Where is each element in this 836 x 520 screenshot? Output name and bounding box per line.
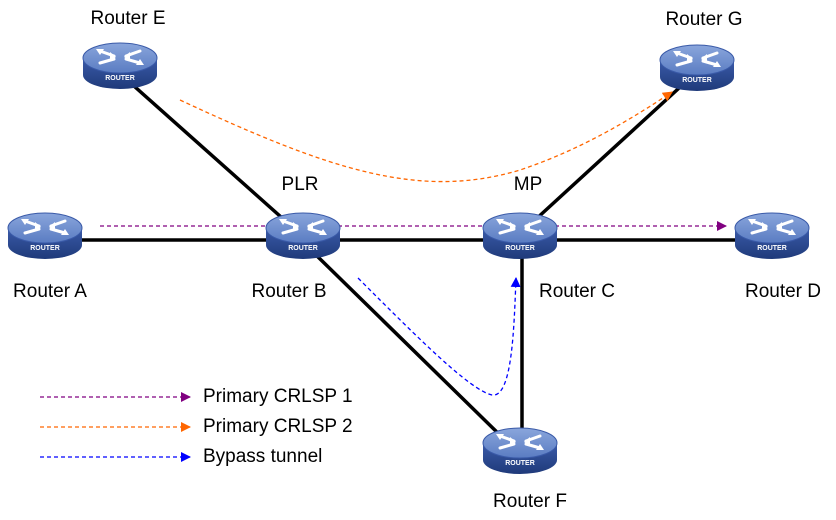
router-d-icon[interactable] (733, 211, 811, 261)
legend-bypass-label: Bypass tunnel (203, 446, 323, 467)
router-b-label: Router B (251, 281, 327, 302)
primary-crlsp-2-path (179, 91, 673, 183)
link-b-f (314, 253, 507, 442)
router-f-icon[interactable] (481, 426, 559, 476)
router-e-label: Router E (90, 8, 166, 29)
router-b-role-label: PLR (281, 174, 319, 195)
bypass-tunnel-path (357, 277, 521, 396)
router-c-icon[interactable] (481, 211, 559, 261)
router-d-label: Router D (744, 281, 822, 302)
links (45, 76, 772, 442)
router-c-label: Router C (538, 281, 616, 302)
router-e-icon[interactable] (81, 41, 159, 91)
router-g-label: Router G (665, 9, 743, 30)
lsp-paths (100, 91, 727, 396)
router-c-role-label: MP (513, 174, 543, 195)
legend (40, 392, 191, 462)
router-f-label: Router F (493, 491, 567, 512)
router-g-icon[interactable] (658, 43, 736, 93)
router-a-icon[interactable] (6, 211, 84, 261)
router-b-icon[interactable] (264, 211, 342, 261)
legend-primary-2-label: Primary CRLSP 2 (203, 416, 353, 437)
link-e-b (123, 76, 292, 227)
link-c-g (533, 76, 692, 222)
legend-primary-1-label: Primary CRLSP 1 (203, 386, 353, 407)
router-a-label: Router A (13, 281, 87, 302)
